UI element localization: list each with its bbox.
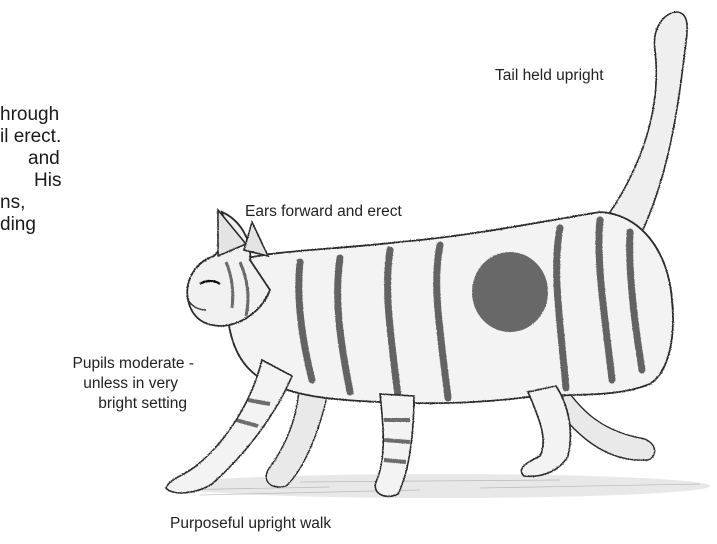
- label-pupils-line-2: unless in very: [0, 374, 178, 394]
- ground-shadow: [170, 474, 710, 498]
- cat-near-hind-leg: [521, 386, 570, 476]
- label-ears: Ears forward and erect: [245, 202, 402, 222]
- cat-dark-patch: [472, 252, 548, 332]
- label-pupils-line-3: bright setting: [0, 394, 187, 414]
- label-walk: Purposeful upright walk: [170, 514, 331, 534]
- label-tail: Tail held upright: [495, 66, 604, 86]
- cat-ear-right: [244, 222, 268, 256]
- cat-tail: [606, 12, 687, 236]
- label-pupils-line-1: Pupils moderate -: [0, 354, 194, 374]
